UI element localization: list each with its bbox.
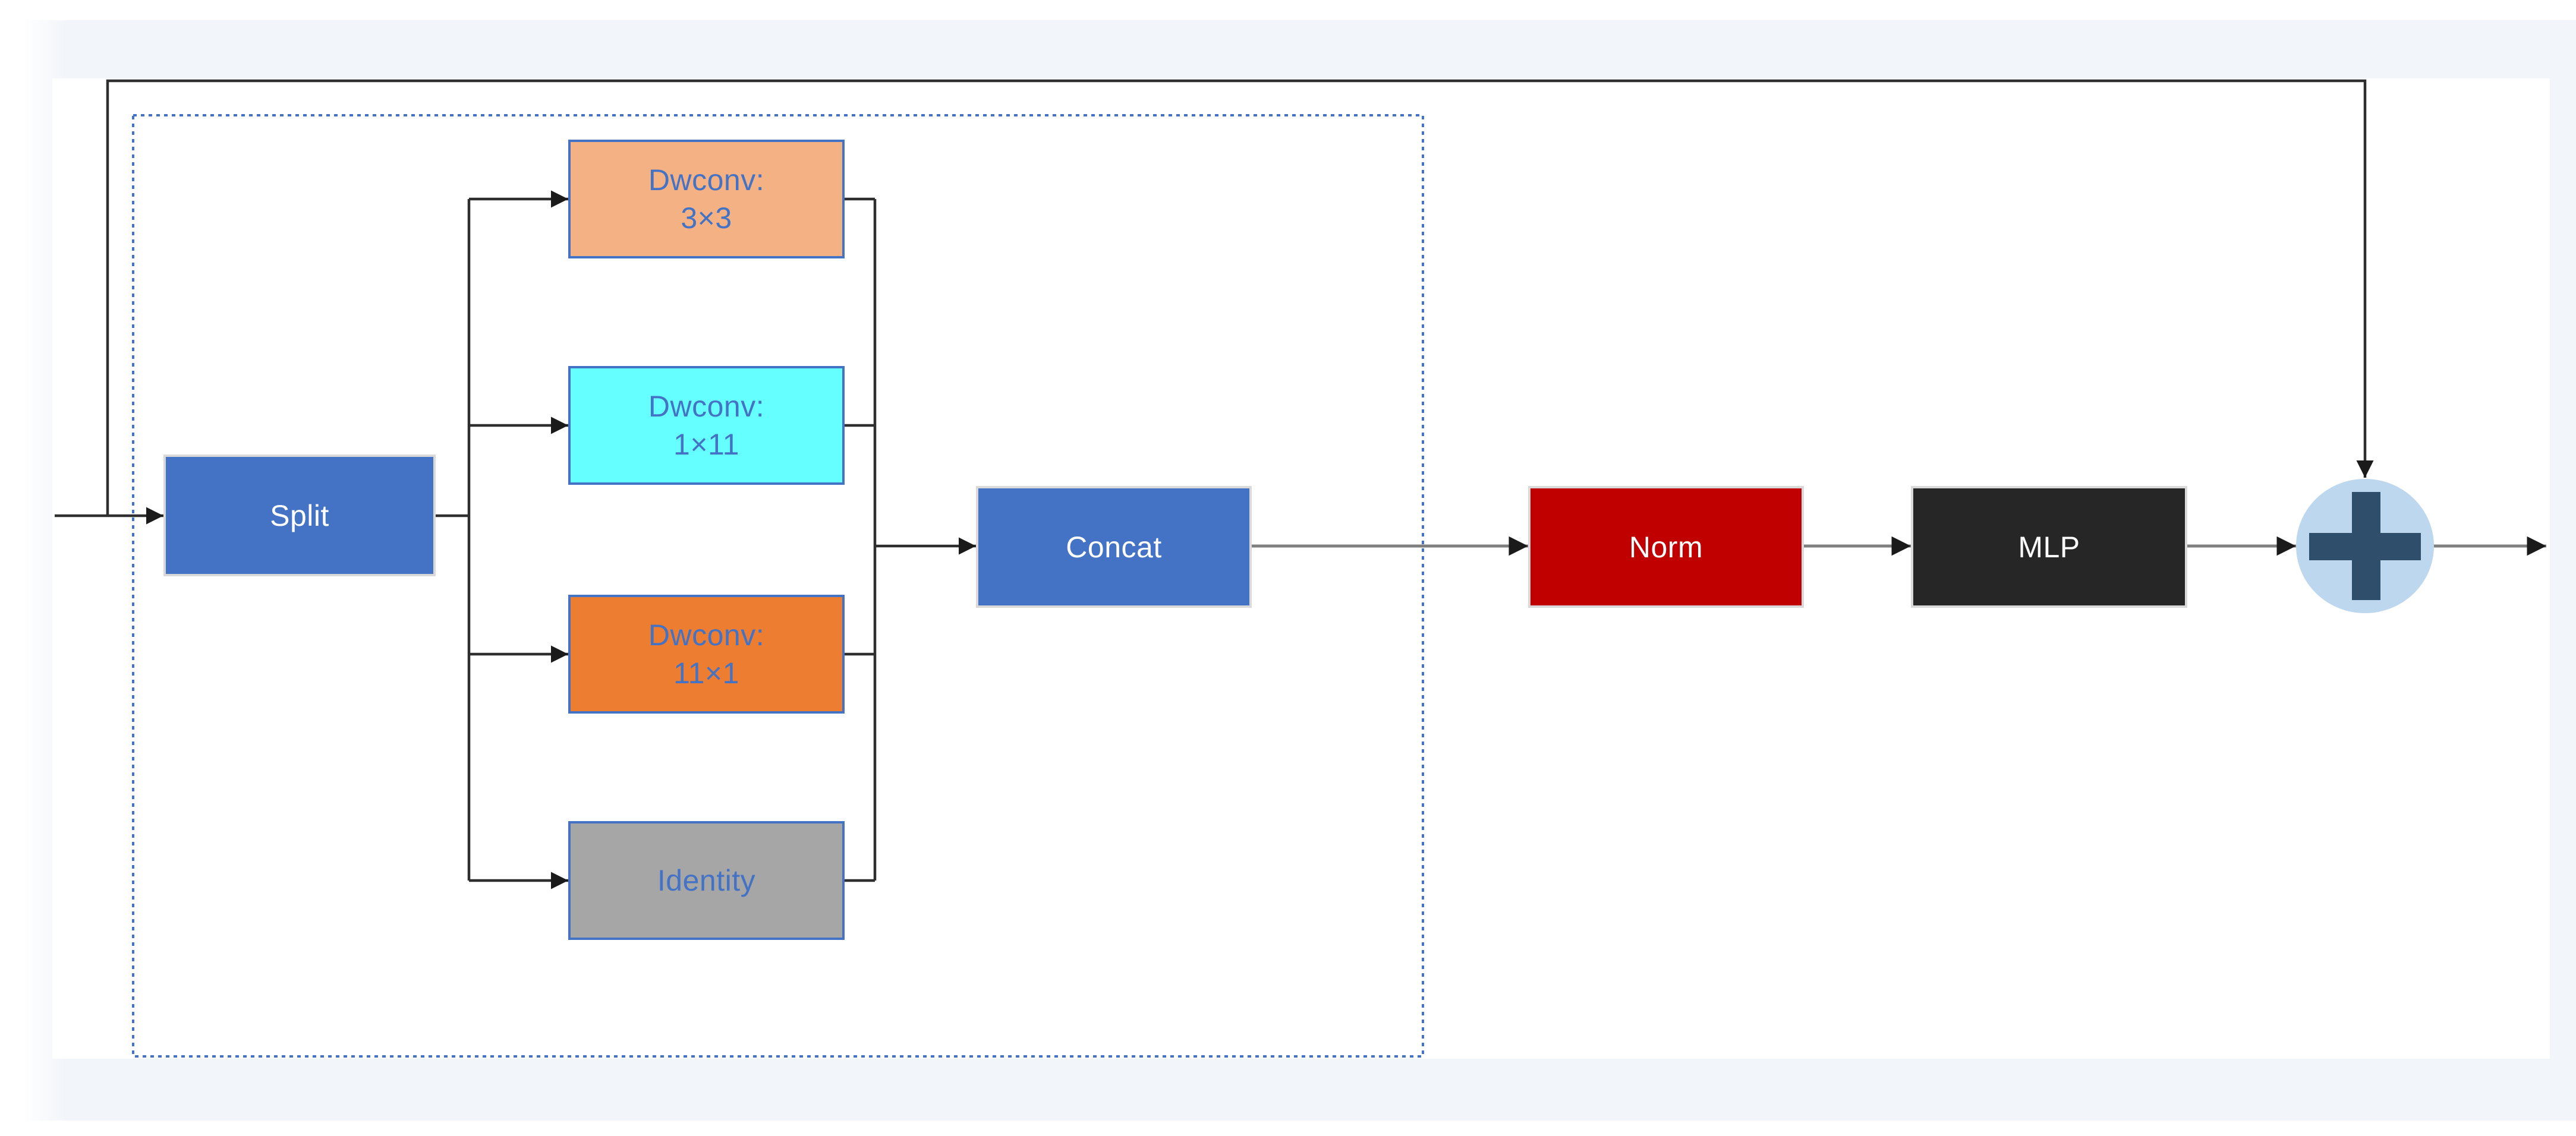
node-dwconv-3x3-label: Dwconv: 3×3 — [648, 163, 765, 235]
node-norm-label: Norm — [1629, 530, 1703, 564]
node-dwconv-1x11-label: Dwconv: 1×11 — [648, 390, 765, 461]
node-concat: Concat — [976, 486, 1252, 608]
node-split-label: Split — [270, 498, 329, 532]
plus-icon — [2309, 492, 2421, 600]
connector-skip-residual — [106, 79, 2374, 516]
node-dwconv-11x1: Dwconv: 11×1 — [568, 595, 845, 714]
node-mlp-label: MLP — [2018, 530, 2080, 564]
node-concat-label: Concat — [1066, 530, 1162, 564]
sum-node — [2296, 479, 2434, 613]
node-dwconv-3x3: Dwconv: 3×3 — [568, 140, 845, 258]
node-norm: Norm — [1528, 486, 1804, 608]
dark-connectors — [55, 79, 2374, 889]
parallel-branch-group-outline — [132, 114, 1424, 1058]
node-mlp: MLP — [1911, 486, 2187, 608]
node-dwconv-1x11: Dwconv: 1×11 — [568, 366, 845, 485]
node-identity: Identity — [568, 821, 845, 940]
node-identity-label: Identity — [657, 864, 756, 897]
node-split: Split — [163, 455, 436, 576]
node-dwconv-11x1-label: Dwconv: 11×1 — [648, 619, 765, 690]
